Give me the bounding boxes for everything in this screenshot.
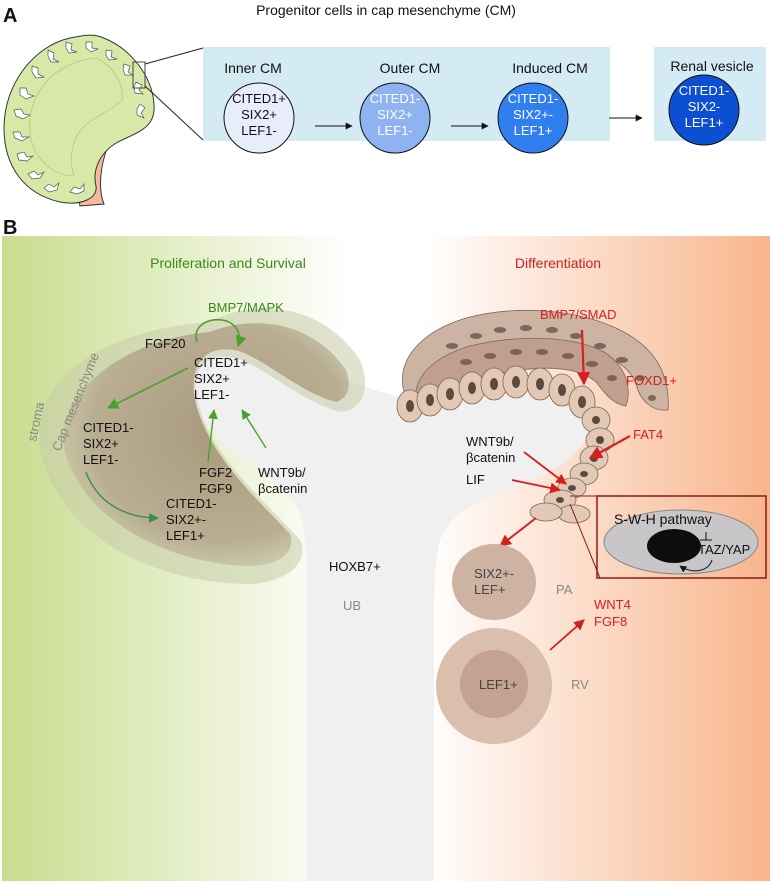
fgf-label: FGF9 xyxy=(199,481,232,496)
arrow-bmp7-smad xyxy=(576,329,591,386)
arrow-fgf-up xyxy=(207,409,218,463)
hoxb7-label: HOXB7+ xyxy=(329,559,381,574)
stage-label: Renal vesicle xyxy=(670,58,753,74)
bmp7-mapk-label: BMP7/MAPK xyxy=(208,300,284,315)
ureteric-bud xyxy=(190,342,593,881)
fgf20-label: FGF20 xyxy=(145,336,185,351)
stage-marker: LEF1+ xyxy=(514,123,553,138)
swh-box xyxy=(596,495,767,579)
ub-label: UB xyxy=(343,598,361,613)
tazyap-curved-arrow xyxy=(679,559,713,573)
arrow-to-pa xyxy=(499,517,537,547)
stage-circle xyxy=(497,82,569,154)
bottom-marker: CITED1- xyxy=(166,496,217,511)
panel-a-title: Progenitor cells in cap mesenchyme (CM) xyxy=(256,2,516,18)
stage-induced-cm: Induced CM CITED1- SIX2+- LEF1+ xyxy=(497,60,588,154)
wnt-left-label: βcatenin xyxy=(258,481,307,496)
wnt-right-label: WNT9b/ xyxy=(466,434,514,449)
fat4-label: FAT4 xyxy=(633,427,663,442)
wnt-right-label: βcatenin xyxy=(466,450,515,465)
left-marker: SIX2+ xyxy=(83,436,119,451)
stage-outer-cm: Outer CM CITED1- SIX2+ LEF1- xyxy=(359,60,441,154)
bottom-marker: LEF1+ xyxy=(166,528,205,543)
stage-circle xyxy=(668,74,740,146)
stage-inner-cm: Inner CM CITED1+ SIX2+ LEF1- xyxy=(223,60,295,154)
stage-marker: LEF1+ xyxy=(685,115,724,130)
panel-a-letter: A xyxy=(3,5,17,27)
top-marker: CITED1+ xyxy=(194,355,248,370)
top-marker: SIX2+ xyxy=(194,371,230,386)
wnt-left-label: WNT9b/ xyxy=(258,465,306,480)
stage-marker: CITED1- xyxy=(370,91,421,106)
bmp7-loop-arrow xyxy=(195,318,247,348)
stage-marker: CITED1+ xyxy=(232,91,286,106)
stage-marker: SIX2+- xyxy=(513,107,553,122)
wnt4-label: WNT4 xyxy=(594,597,631,612)
renal-vesicle-inner xyxy=(460,650,528,718)
arrow-wnt4 xyxy=(549,619,585,651)
stage-renal-vesicle: Renal vesicle CITED1- SIX2- LEF1+ xyxy=(668,58,754,146)
arrow-wnt-up xyxy=(241,409,267,449)
foxd1-label: FOXD1+ xyxy=(626,373,677,388)
arrow-to-bottom-cm xyxy=(85,471,159,523)
pa-marker: SIX2+- xyxy=(474,566,514,581)
stage-label: Outer CM xyxy=(380,60,441,76)
arrow-wnt-right xyxy=(523,451,567,485)
zoom-line-bottom xyxy=(144,85,204,141)
panel-b-letter: B xyxy=(3,217,17,239)
tazyap-label: TAZ/YAP xyxy=(698,542,750,557)
stage-marker: SIX2+ xyxy=(241,107,277,122)
left-marker: CITED1- xyxy=(83,420,134,435)
zoom-line-top xyxy=(144,47,204,65)
kidney-zoom-box xyxy=(132,61,146,89)
swh-nucleus xyxy=(647,529,701,563)
pretubular-aggregate xyxy=(452,544,536,620)
stage-marker: LEF1- xyxy=(241,123,276,138)
fgf-label: FGF2 xyxy=(199,465,232,480)
rv-label: RV xyxy=(571,677,589,692)
pa-label: PA xyxy=(556,582,573,597)
swh-label: S-W-H pathway xyxy=(614,511,712,527)
top-marker: LEF1- xyxy=(194,387,229,402)
stage-circle xyxy=(223,82,295,154)
bottom-marker: SIX2+- xyxy=(166,512,206,527)
kidney-shape xyxy=(3,34,155,204)
arrow-to-left-cm xyxy=(106,367,189,409)
wnt-right-label: LIF xyxy=(466,472,485,487)
kidney-inner-line xyxy=(29,57,123,177)
stage-circle xyxy=(359,82,431,154)
cap-mesenchyme-left xyxy=(63,323,349,566)
inhibition-line xyxy=(700,532,712,541)
stage-marker: SIX2- xyxy=(688,99,721,114)
kidney-illustration xyxy=(3,34,204,207)
stage-marker: SIX2+ xyxy=(377,107,413,122)
left-heading: Proliferation and Survival xyxy=(150,255,306,271)
stage-label: Inner CM xyxy=(224,60,282,76)
right-heading: Differentiation xyxy=(515,255,601,271)
stage-marker: CITED1- xyxy=(508,91,559,106)
rv-marker: LEF1+ xyxy=(479,677,518,692)
stage-label: Induced CM xyxy=(512,60,587,76)
zoom-line-lower xyxy=(569,503,601,579)
left-marker: LEF1- xyxy=(83,452,118,467)
stage-marker: LEF1- xyxy=(377,123,412,138)
fgf8-label: FGF8 xyxy=(594,614,627,629)
pa-marker: LEF+ xyxy=(474,582,505,597)
stage-marker: CITED1- xyxy=(679,83,730,98)
arrow-lif xyxy=(511,479,562,494)
arrow-fat4 xyxy=(588,435,631,459)
bmp7-smad-label: BMP7/SMAD xyxy=(540,307,617,322)
